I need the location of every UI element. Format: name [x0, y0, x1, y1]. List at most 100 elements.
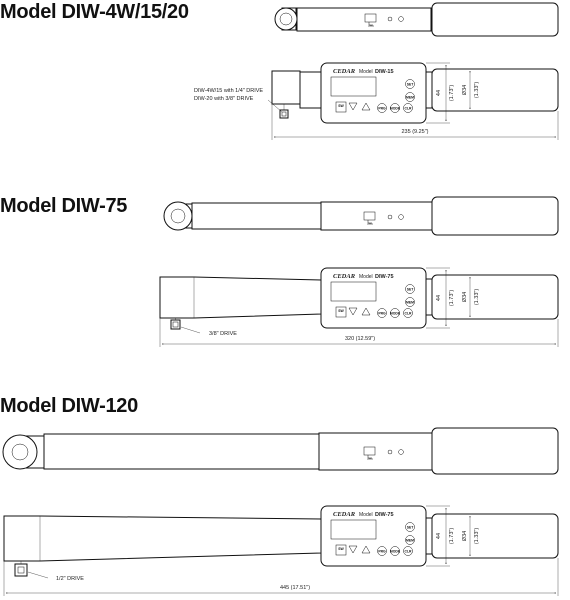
- svg-text:(1.73"): (1.73"): [449, 290, 455, 306]
- prg-button[interactable]: [377, 546, 387, 556]
- mem-button[interactable]: [405, 297, 415, 307]
- svg-text:Ø34: Ø34: [462, 85, 468, 95]
- square-drive: [170, 319, 181, 330]
- mode-button[interactable]: [390, 103, 400, 113]
- set-button[interactable]: [405, 284, 415, 294]
- grip-handle: [431, 513, 559, 559]
- grip-handle: [431, 68, 559, 112]
- ratchet-head: [274, 7, 298, 31]
- svg-text:CLR: CLR: [405, 549, 413, 553]
- drive-note: DIW-4W/15 with 1/4" DRIVE: [194, 88, 263, 94]
- svg-text:SET: SET: [407, 82, 415, 86]
- svg-text:SW: SW: [338, 547, 344, 551]
- lcd-screen: [330, 76, 377, 97]
- section-title: Model DIW-4W/15/20: [0, 1, 189, 23]
- svg-text:DIW-15: DIW-15: [375, 69, 394, 75]
- svg-text:MODE: MODE: [390, 311, 401, 315]
- svg-text:235 (9.25"): 235 (9.25"): [401, 129, 428, 135]
- drive-note: DIW-20 with 3/8" DRIVE: [194, 96, 254, 102]
- lcd-screen: [330, 519, 377, 540]
- sw-switch[interactable]: [335, 101, 347, 113]
- side-view: CEDAR Model DIW-15 SET MEM SW PRG MODE C…: [194, 62, 559, 140]
- svg-text:Ø34: Ø34: [462, 292, 468, 302]
- svg-text:(1.73"): (1.73"): [449, 85, 455, 101]
- svg-text:44: 44: [436, 90, 442, 96]
- drive-head: [271, 70, 301, 105]
- down-arrow-button[interactable]: [348, 307, 358, 316]
- grip-handle: [431, 196, 559, 236]
- svg-text:DIW-75: DIW-75: [375, 274, 394, 280]
- ratchet-head: [163, 201, 193, 231]
- down-arrow-button[interactable]: [348, 545, 358, 554]
- svg-text:Ø34: Ø34: [462, 531, 468, 541]
- svg-text:(1.33"): (1.33"): [474, 82, 480, 98]
- prg-button[interactable]: [377, 103, 387, 113]
- svg-text:44: 44: [436, 533, 442, 539]
- svg-text:SET: SET: [407, 287, 415, 291]
- down-arrow-button[interactable]: [348, 102, 358, 111]
- square-drive: [14, 563, 28, 577]
- up-arrow-button[interactable]: [361, 545, 371, 554]
- grip-handle: [431, 427, 559, 475]
- set-button[interactable]: [405, 79, 415, 89]
- mem-button[interactable]: [405, 92, 415, 102]
- up-arrow-button[interactable]: [361, 102, 371, 111]
- grip-handle: [431, 274, 559, 320]
- svg-text:Model: Model: [359, 274, 373, 280]
- usb-icon: [364, 13, 377, 27]
- svg-text:SW: SW: [338, 104, 344, 108]
- set-button[interactable]: [405, 522, 415, 532]
- svg-text:MEM: MEM: [406, 300, 414, 304]
- svg-text:Model: Model: [359, 69, 373, 75]
- svg-text:SET: SET: [407, 525, 415, 529]
- svg-text:44: 44: [436, 295, 442, 301]
- mode-button[interactable]: [390, 546, 400, 556]
- clr-button[interactable]: [403, 103, 413, 113]
- svg-text:MODE: MODE: [390, 106, 401, 110]
- display-panel: CEDAR Model DIW-75 SET MEM SW PRG MODE C…: [320, 267, 427, 329]
- section-diw-4w-15-20: Model DIW-4W/15/20: [0, 1, 559, 140]
- svg-text:445 (17.51"): 445 (17.51"): [280, 585, 310, 591]
- clr-button[interactable]: [403, 546, 413, 556]
- wrench-body: [159, 276, 322, 319]
- mode-button[interactable]: [390, 308, 400, 318]
- lcd-screen: [330, 281, 377, 302]
- svg-text:Model: Model: [359, 512, 373, 518]
- top-view: [2, 427, 559, 475]
- svg-text:CLR: CLR: [405, 106, 413, 110]
- top-view: [163, 196, 559, 236]
- section-title: Model DIW-75: [0, 195, 127, 217]
- mem-button[interactable]: [405, 535, 415, 545]
- wrench-body: [3, 515, 322, 562]
- svg-text:MEM: MEM: [406, 538, 414, 542]
- section-diw-75: Model DIW-75: [0, 195, 559, 347]
- drive-note: 1/2" DRIVE: [56, 576, 84, 582]
- display-panel: CEDAR Model DIW-75 SET MEM SW PRG MODE C…: [320, 505, 427, 567]
- section-diw-120: Model DIW-120: [0, 395, 559, 596]
- svg-text:CEDAR: CEDAR: [333, 511, 356, 518]
- svg-text:DIW-75: DIW-75: [375, 512, 394, 518]
- clr-button[interactable]: [403, 308, 413, 318]
- svg-text:320 (12.59"): 320 (12.59"): [345, 336, 375, 342]
- svg-text:CLR: CLR: [405, 311, 413, 315]
- sw-switch[interactable]: [335, 544, 347, 556]
- ratchet-head: [2, 434, 38, 470]
- side-view: CEDAR Model DIW-75 SET MEM SW PRG MODE C…: [3, 505, 559, 596]
- svg-text:MEM: MEM: [406, 95, 414, 99]
- side-view: CEDAR Model DIW-75 SET MEM SW PRG MODE C…: [159, 267, 559, 347]
- svg-text:PRG: PRG: [378, 106, 386, 110]
- section-title: Model DIW-120: [0, 395, 138, 417]
- svg-text:PRG: PRG: [378, 549, 386, 553]
- sw-switch[interactable]: [335, 306, 347, 318]
- svg-text:(1.33"): (1.33"): [474, 289, 480, 305]
- up-arrow-button[interactable]: [361, 307, 371, 316]
- usb-icon: [363, 446, 376, 460]
- prg-button[interactable]: [377, 308, 387, 318]
- svg-text:CEDAR: CEDAR: [333, 68, 356, 75]
- usb-icon: [363, 211, 376, 225]
- svg-text:(1.33"): (1.33"): [474, 528, 480, 544]
- top-view: [274, 2, 559, 37]
- drive-note: 3/8" DRIVE: [209, 331, 237, 337]
- svg-text:PRG: PRG: [378, 311, 386, 315]
